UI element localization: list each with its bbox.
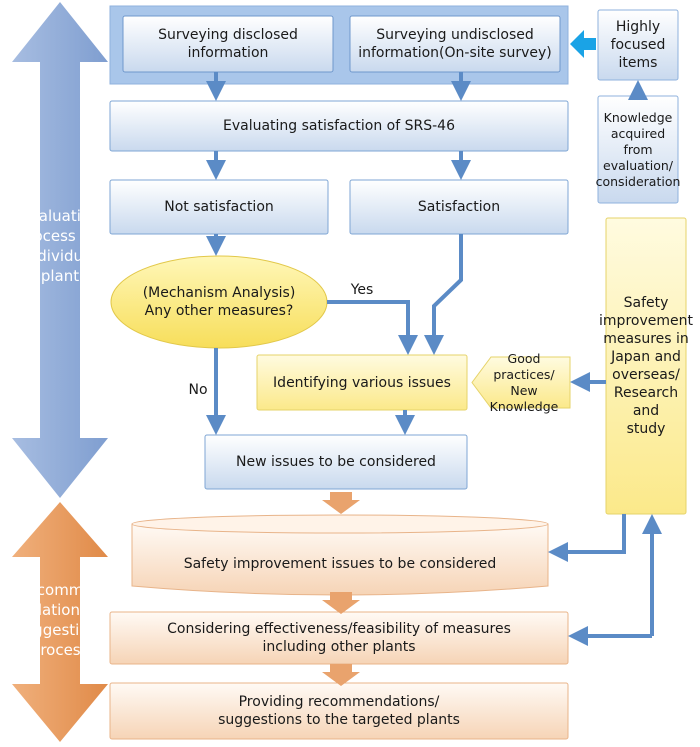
considering-box: Considering effectiveness/feasibility of… — [167, 621, 511, 655]
recommendations-process-arrow — [12, 502, 108, 742]
mechanism-analysis-box: (Mechanism Analysis)Any other measures? — [142, 285, 296, 319]
undisclosed-box-shape — [349, 15, 561, 73]
disclosed-box-shape — [122, 15, 334, 73]
providing-box: Providing recommendations/suggestions to… — [218, 694, 460, 728]
evaluation-process-label: Evaluation Process for individual plant — [18, 207, 102, 285]
identifying-box-shape — [256, 354, 468, 411]
satisfaction-box: Satisfaction — [417, 199, 501, 215]
orange-down-arrow-2 — [322, 592, 360, 614]
evaluation-process-arrow — [12, 2, 108, 498]
not-satisfaction-box-shape — [109, 179, 329, 235]
not-satisfaction-box: Not satisfaction — [164, 199, 274, 215]
new-issues-box-shape — [204, 434, 468, 490]
yes-label: Yes — [350, 282, 374, 298]
good-practices-shape — [471, 356, 571, 409]
identifying-issues-box: Identifying various issues — [273, 374, 451, 391]
orange-down-arrow-3 — [322, 664, 360, 686]
evaluating-box-shape — [109, 100, 569, 152]
evaluating-box: Evaluating satisfaction of SRS-46 — [223, 118, 455, 134]
safety-measures-box: Safety improvement measures in Japan and… — [599, 295, 693, 437]
orange-down-arrow-1 — [322, 492, 360, 514]
good-practices-box: Good practices/New Knowledge — [489, 350, 559, 414]
no-label: No — [188, 382, 208, 398]
cyan-arrow — [570, 30, 596, 58]
new-issues-box: New issues to be considered — [236, 454, 436, 470]
safety-issues-box: Safety improvement issues to be consider… — [183, 556, 497, 572]
recommendations-process-label: Recommen -dations/ Suggestions Process — [14, 581, 106, 659]
